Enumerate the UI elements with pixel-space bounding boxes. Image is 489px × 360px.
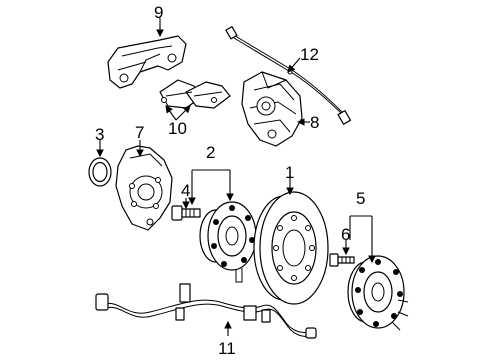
callout-7: 7 <box>135 123 144 142</box>
hub-bearing-part <box>199 201 257 283</box>
wheel-stud-part <box>329 253 355 267</box>
callout-8: 8 <box>310 113 319 132</box>
splash-shield-part <box>115 145 173 231</box>
callout-9: 9 <box>154 3 163 22</box>
brake-rotor-part <box>253 191 329 305</box>
callout-1: 1 <box>285 163 294 182</box>
leader-10a <box>165 105 177 121</box>
leader-12 <box>287 57 301 73</box>
seal-ring-part <box>88 157 112 187</box>
callout-11: 11 <box>218 339 236 358</box>
caliper-bracket-part <box>107 35 187 89</box>
callout-6: 6 <box>341 225 350 244</box>
callout-4: 4 <box>181 181 190 200</box>
callout-2: 2 <box>206 143 215 162</box>
callout-5: 5 <box>356 189 365 208</box>
callout-10: 10 <box>168 119 187 138</box>
brake-pads-part <box>159 79 231 109</box>
rear-hub-part <box>347 255 409 331</box>
leader-10b <box>175 105 191 121</box>
hub-bolt-part <box>171 205 201 221</box>
callout-12: 12 <box>300 45 319 64</box>
abs-sensor-harness-part <box>95 283 317 339</box>
caliper-part <box>241 71 303 147</box>
callout-3: 3 <box>95 125 104 144</box>
